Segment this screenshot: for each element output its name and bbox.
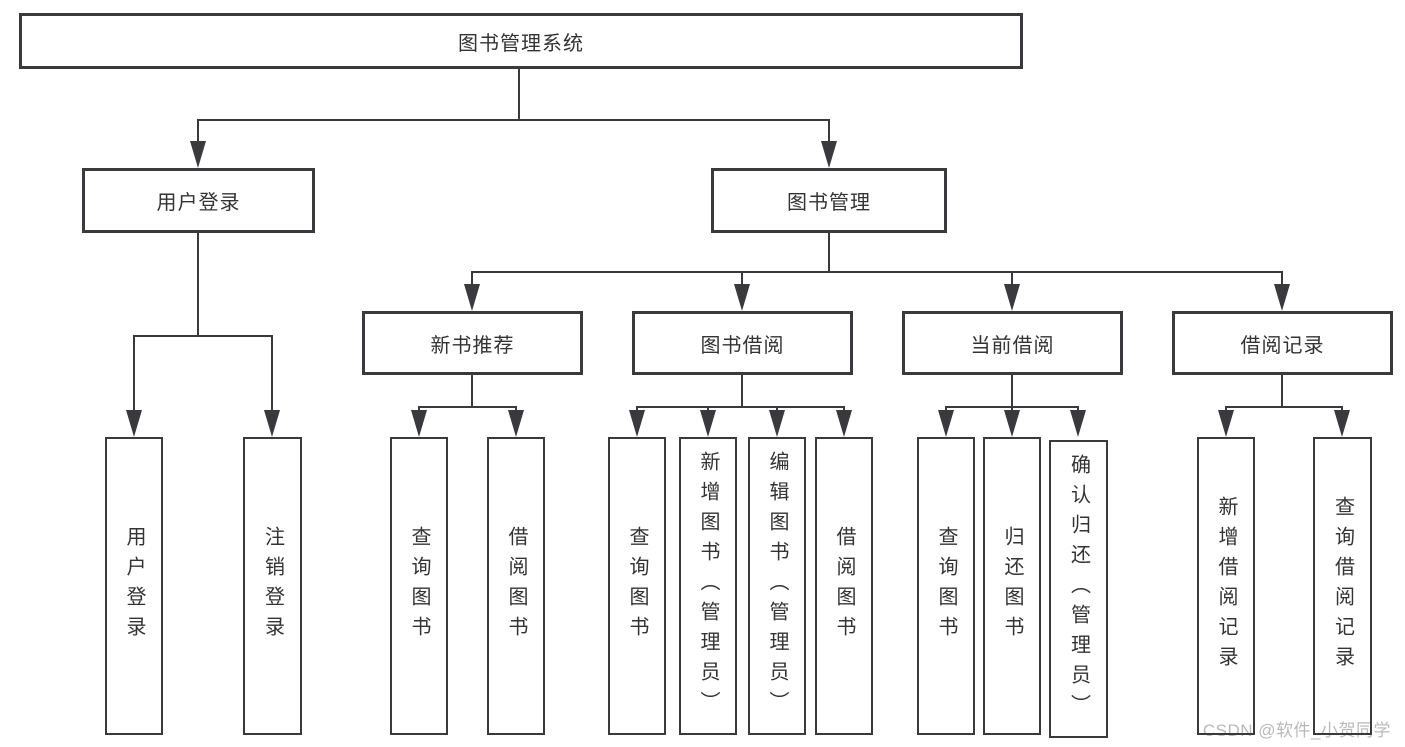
connector-root-to-level2 [190, 69, 837, 168]
leaf-record-add-record: 新增借阅记录 [1197, 437, 1255, 735]
node-new-book-recommend: 新书推荐 [362, 311, 583, 375]
node-book-management: 图书管理 [711, 168, 947, 233]
node-user-login: 用户登录 [82, 168, 315, 233]
leaf-borrow-query-books: 查询图书 [608, 437, 666, 735]
leaf-borrow-edit-books-admin: 编辑图书（管理员） [748, 437, 806, 735]
leaf-current-return-books: 归还图书 [983, 437, 1041, 735]
leaf-newbook-borrow-books: 借阅图书 [487, 437, 545, 735]
connector-borrow-record-children [1218, 375, 1350, 437]
connector-book-mgmt-children [464, 233, 1290, 311]
leaf-logout: 注销登录 [243, 437, 302, 735]
connector-current-borrow-children [938, 375, 1086, 437]
leaf-borrow-add-books-admin: 新增图书（管理员） [679, 437, 737, 735]
leaf-current-confirm-return-admin: 确认归还（管理员） [1049, 440, 1108, 738]
node-book-borrow: 图书借阅 [632, 311, 853, 375]
node-root: 图书管理系统 [19, 13, 1023, 69]
leaf-user-login: 用户登录 [105, 437, 163, 735]
node-current-borrow: 当前借阅 [902, 311, 1123, 375]
connector-user-login-children [126, 233, 280, 437]
connector-new-book-children [411, 375, 524, 437]
node-borrow-records: 借阅记录 [1172, 311, 1393, 375]
leaf-newbook-query-books: 查询图书 [390, 437, 448, 735]
watermark: CSDN @软件_小贺同学 [1202, 721, 1391, 740]
leaf-record-query-record: 查询借阅记录 [1313, 437, 1372, 735]
leaf-current-query-books: 查询图书 [917, 437, 975, 735]
leaf-borrow-borrow-books: 借阅图书 [815, 437, 873, 735]
connector-book-borrow-children [629, 375, 852, 437]
